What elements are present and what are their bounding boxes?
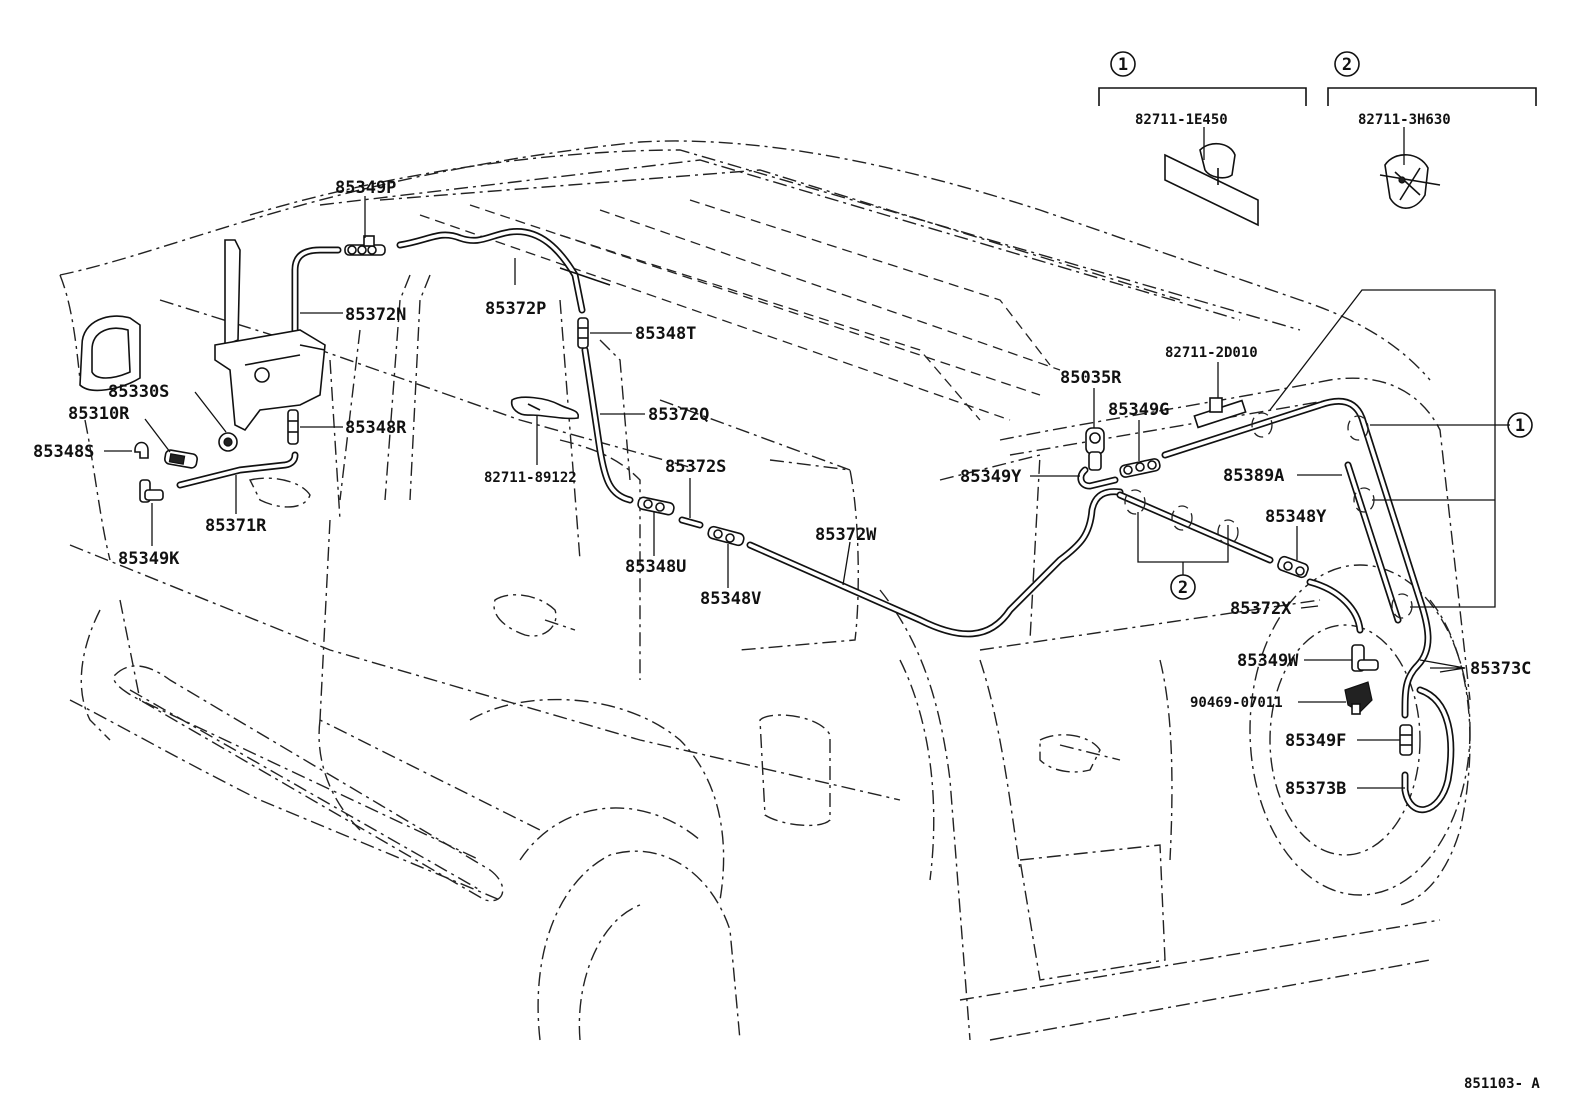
group-1-circle	[1110, 51, 1136, 77]
group-2-callout-circle	[1170, 574, 1196, 600]
clamp-82711-89122	[510, 396, 580, 420]
mirror	[79, 315, 141, 392]
label-85330S: 85330S	[108, 382, 169, 402]
joint-85349F	[1399, 724, 1413, 756]
label-85348Y: 85348Y	[1265, 507, 1327, 527]
elbow-85349W	[1351, 644, 1379, 672]
part-labels: 1 2 82711-1E450 82711-3H630 1 2 85349P 8…	[33, 55, 1540, 1092]
label-85349P: 85349P	[335, 178, 396, 198]
label-85310R: 85310R	[68, 404, 130, 424]
grommet-85330S	[218, 432, 238, 452]
joint-85348U	[637, 496, 675, 516]
joint-85348R	[287, 409, 299, 445]
label-85348V: 85348V	[700, 589, 761, 609]
diagram-code: 851103- A	[1464, 1076, 1540, 1092]
callout-1: 1	[1515, 416, 1525, 436]
label-85373B: 85373B	[1285, 779, 1346, 799]
connectors	[79, 142, 1441, 756]
label-85372P: 85372P	[485, 299, 546, 319]
label-85372W: 85372W	[815, 525, 877, 545]
joint-85348Y	[1277, 555, 1309, 579]
label-85389A: 85389A	[1223, 466, 1284, 486]
joint-85348V	[707, 525, 745, 547]
group-brackets	[1098, 51, 1537, 165]
label-90469-07011: 90469-07011	[1190, 695, 1283, 711]
label-85349K: 85349K	[118, 549, 180, 569]
label-85349G: 85349G	[1108, 400, 1169, 420]
clamp-82711-1E450	[1164, 142, 1259, 227]
elbow-85348S	[134, 441, 149, 459]
label-85373C: 85373C	[1470, 659, 1531, 679]
tee-connector-85349P	[344, 235, 386, 256]
label-85349Y: 85349Y	[960, 467, 1022, 487]
label-85372Q: 85372Q	[648, 405, 709, 425]
label-82711-1E450: 82711-1E450	[1135, 112, 1228, 128]
group-1-callout-circle	[1507, 412, 1533, 438]
group-1-number: 1	[1118, 55, 1128, 75]
label-85372N: 85372N	[345, 305, 406, 325]
label-85348S: 85348S	[33, 442, 94, 462]
label-82711-3H630: 82711-3H630	[1358, 112, 1451, 128]
label-85348R: 85348R	[345, 418, 407, 438]
nozzle-85035R	[1085, 427, 1105, 471]
label-85035R: 85035R	[1060, 368, 1122, 388]
label-85372S: 85372S	[665, 457, 726, 477]
clamp-82711-2D010	[1193, 397, 1247, 429]
label-85349F: 85349F	[1285, 731, 1346, 751]
pump-85310R	[164, 449, 198, 469]
label-85371R: 85371R	[205, 516, 267, 536]
label-85349W: 85349W	[1237, 651, 1299, 671]
joint-85348T	[577, 317, 589, 349]
elbow-85349K	[139, 479, 164, 503]
group-2-number: 2	[1342, 55, 1352, 75]
leader-lines	[104, 196, 1533, 789]
callout-2: 2	[1178, 578, 1188, 598]
label-82711-89122: 82711-89122	[484, 470, 577, 486]
joint-85349G	[1119, 458, 1161, 478]
clip-82711-3H630	[1379, 154, 1441, 209]
label-82711-2D010: 82711-2D010	[1165, 345, 1258, 361]
label-85372X: 85372X	[1230, 599, 1292, 619]
label-85348U: 85348U	[625, 557, 686, 577]
vehicle-outline	[59, 140, 1471, 1041]
clip-90469-07011	[1344, 681, 1373, 715]
washer-tank	[214, 239, 326, 432]
label-85348T: 85348T	[635, 324, 696, 344]
group-2-circle	[1334, 51, 1360, 77]
